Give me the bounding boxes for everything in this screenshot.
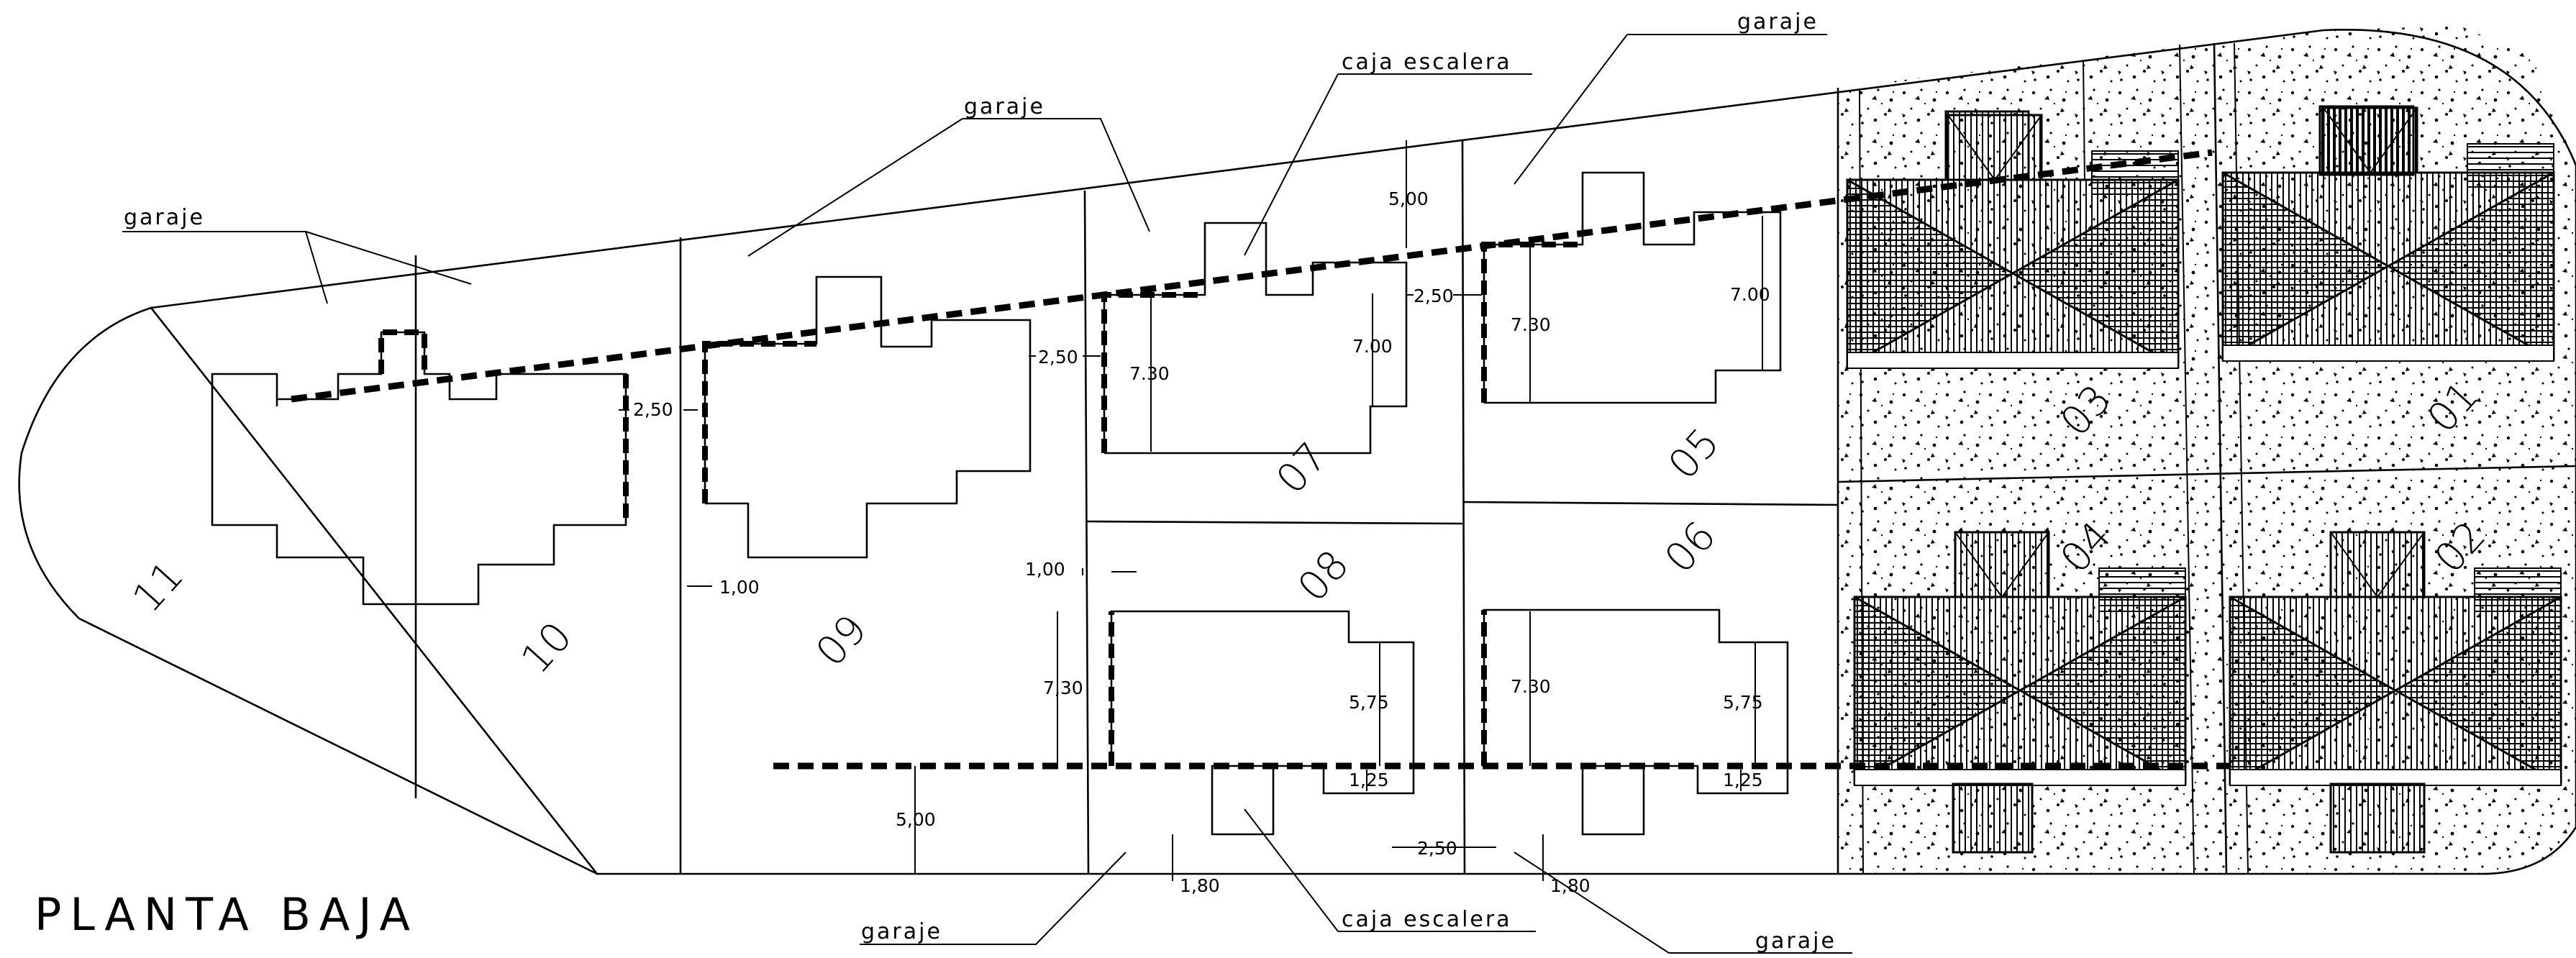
wall-dashed-09 <box>702 341 816 503</box>
label-garaje-5: garaje <box>1755 929 1837 954</box>
dim-180-06: 1,80 <box>1550 875 1590 896</box>
house-05 <box>1483 171 1782 404</box>
dim-700-07: 7.00 <box>1352 336 1393 357</box>
leader-caja-2b <box>1244 808 1339 932</box>
lot-line-6-5 <box>1463 501 1839 506</box>
dim-730-06: 7.30 <box>1511 676 1551 697</box>
house-06 <box>1483 608 1789 836</box>
lot-line-07-05 <box>1461 140 1466 875</box>
leader-garaje-3b <box>1514 34 1628 185</box>
lot-number-11: 11 <box>124 552 193 621</box>
wall-dashed-11 <box>378 329 427 374</box>
dim-730-05: 7.30 <box>1511 314 1551 335</box>
dim-250-07: 2,50 <box>1414 286 1454 306</box>
dim-500-top: 5,00 <box>1388 188 1429 209</box>
leader-garaje-5b <box>1514 852 1670 954</box>
lot-number-10: 10 <box>512 613 581 683</box>
lot-number-09: 09 <box>807 606 876 675</box>
roof-annex-03 <box>1944 110 2030 181</box>
dim-575-06: 5,75 <box>1723 692 1763 713</box>
label-garaje-2: garaje <box>964 94 1045 119</box>
dim-125-06: 1,25 <box>1723 770 1763 790</box>
dim-575-08: 5,75 <box>1349 692 1389 713</box>
lot-line-09-08 <box>1083 190 1090 875</box>
drawing-title: PLANTA BAJA <box>35 888 419 941</box>
dim-500-bottom: 5,00 <box>896 809 936 830</box>
label-garaje-1: garaje <box>124 205 205 230</box>
leader-garaje-1b <box>305 231 472 285</box>
dim-730-07: 7.30 <box>1129 363 1170 384</box>
leader-garaje-2b <box>747 118 963 257</box>
site-boundary-lower <box>78 617 598 875</box>
label-caja-escalera-1: caja escalera <box>1342 50 1512 75</box>
lot-number-07: 07 <box>1267 434 1337 503</box>
leader-garaje-2 <box>962 118 1150 232</box>
lot-line-8-7 <box>1086 520 1463 525</box>
leader-garaje-4 <box>860 852 1127 945</box>
dim-250-bottom: 2,50 <box>1417 838 1457 859</box>
label-garaje-4: garaje <box>861 919 942 944</box>
dim-100-08: 1,00 <box>1025 559 1065 580</box>
house-08 <box>1110 610 1415 836</box>
house-11-10 <box>211 331 627 606</box>
roof-annex-01 <box>2318 105 2415 176</box>
lot-number-08: 08 <box>1289 542 1358 611</box>
roof-annex-02 <box>2329 783 2426 854</box>
label-caja-escalera-2: caja escalera <box>1342 907 1512 932</box>
dimension-marks <box>619 140 1763 881</box>
dim-700-05: 7.00 <box>1730 284 1770 305</box>
lot-line-inner-a <box>2179 44 2195 875</box>
leader-caja-1b <box>1244 73 1339 256</box>
lot-number-06: 06 <box>1656 513 1725 582</box>
lot-number-05: 05 <box>1660 419 1729 488</box>
dim-730-08: 7,30 <box>1043 678 1083 698</box>
roof-annex-04 <box>1952 783 2034 854</box>
dim-100-09: 1,00 <box>719 577 760 598</box>
lot-line-inner-d <box>2083 60 2085 181</box>
lot-line-4-3 <box>1837 465 2576 483</box>
dim-250-09: 2,50 <box>1038 347 1078 368</box>
dashed-line-upper <box>291 149 2213 403</box>
dim-180-08: 1,80 <box>1180 875 1220 896</box>
house-07 <box>1103 222 1408 455</box>
house-09 <box>704 275 1032 559</box>
label-garaje-3: garaje <box>1737 9 1819 35</box>
lot-line-03-01 <box>2213 42 2228 875</box>
leader-garaje-1 <box>122 231 328 304</box>
dim-250-10: 2,50 <box>633 399 673 420</box>
dim-125-08: 1,25 <box>1349 770 1389 790</box>
